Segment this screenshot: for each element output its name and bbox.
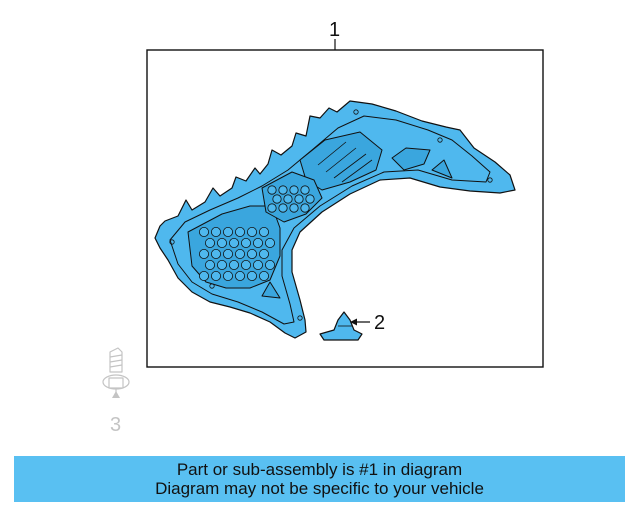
vent-hole [294,194,304,204]
vent-hole [278,203,288,213]
vent-hole [234,270,245,281]
vent-hole [210,270,221,281]
callout-1-label: 1 [329,19,340,41]
vent-hole [258,226,269,237]
splash-shield-body [154,100,516,339]
shield-inner-rim [169,115,491,325]
vent-hole [283,194,293,204]
vent-hole [210,248,221,259]
vent-hole [240,259,251,270]
vent-hole [204,237,215,248]
info-banner: Part or sub-assembly is #1 in diagram Di… [14,456,625,502]
vent-hole [228,259,239,270]
vent-hole [258,270,269,281]
vent-hole [240,237,251,248]
vent-hole [289,203,299,213]
vent-hole [305,194,315,204]
vent-hole [252,259,263,270]
vent-hole [210,226,221,237]
shield-slot [391,147,431,171]
banner-line-1: Part or sub-assembly is #1 in diagram [176,460,463,479]
vent-hole [228,237,239,248]
vent-hole [300,185,310,195]
vent-hole [300,203,310,213]
vent-hole [289,185,299,195]
info-banner-bg [14,456,625,502]
assembly-frame [146,49,544,368]
shield-triangle-lower [261,281,281,299]
vent-hole [234,226,245,237]
vent-hole [234,248,245,259]
vent-hole [267,185,277,195]
splash-shield-part[interactable] [154,100,516,339]
shield-triangle-right [431,159,453,179]
vent-hole [222,270,233,281]
callout-3-arrow [112,391,120,398]
vent-hole [246,226,257,237]
vent-hole [222,226,233,237]
vent-hole [198,226,209,237]
vent-hole [246,248,257,259]
vent-hole [204,259,215,270]
vent-hole [267,203,277,213]
clip-part[interactable] [319,311,363,341]
callout-2-arrow [350,318,357,326]
vent-hole [246,270,257,281]
vent-hole [216,259,227,270]
vent-hole [216,237,227,248]
callout-3-label: 3 [110,414,121,436]
vent-holes [198,185,315,281]
vent-hole [252,237,263,248]
vent-hole [198,270,209,281]
vent-hole [264,259,275,270]
bolt-part[interactable] [102,347,130,398]
vent-hole [198,248,209,259]
banner-line-2: Diagram may not be specific to your vehi… [155,479,484,498]
vent-hole [258,248,269,259]
vent-hole [264,237,275,248]
vent-hole [278,185,288,195]
vent-hole [222,248,233,259]
callout-2-label: 2 [374,312,385,334]
vent-hole [272,194,282,204]
